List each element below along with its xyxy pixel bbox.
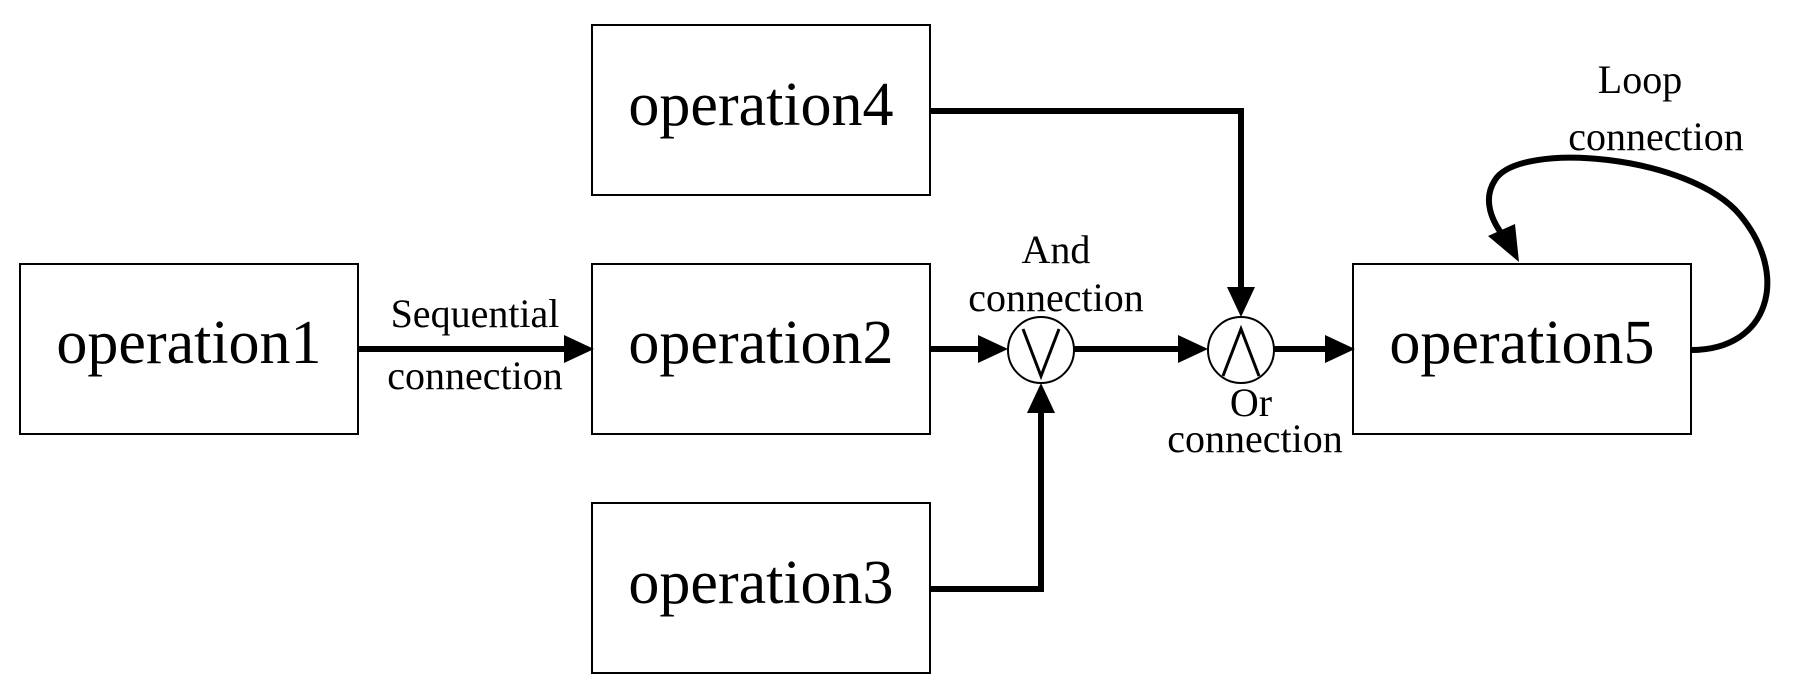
- operation2-box: [591, 263, 931, 435]
- arrowhead-icon: [1227, 287, 1255, 317]
- arrowhead-icon: [978, 335, 1008, 363]
- loop-connection-label: Loop connection: [1568, 57, 1744, 159]
- operation1-box: [19, 263, 359, 435]
- or-symbol-icon: [1021, 328, 1061, 381]
- or-gate: [1207, 316, 1275, 384]
- and-label-line2: connection: [968, 275, 1144, 320]
- operation2-label: operation2: [628, 309, 893, 377]
- or-label-line1: Or: [1230, 380, 1272, 425]
- operation1-node: operation1: [19, 263, 359, 435]
- sequential-connection-label: Sequential connection: [387, 291, 563, 398]
- arrowhead-icon: [1325, 335, 1355, 363]
- or-label-line2: connection: [1167, 416, 1343, 461]
- and-connection-label: And connection: [968, 227, 1144, 320]
- and-symbol-icon: [1221, 324, 1261, 377]
- op2-to-and-gate-arrow: [930, 335, 1008, 363]
- arrowhead-icon: [1027, 383, 1055, 413]
- operation3-node: operation3: [591, 502, 931, 674]
- sequential-connection-arrow: [358, 335, 594, 363]
- operation5-node: operation5: [1352, 263, 1692, 435]
- operation4-box: [591, 24, 931, 196]
- and-label-line1: And: [1022, 227, 1091, 272]
- and-gate-to-or-gate-arrow: [1074, 335, 1208, 363]
- op3-to-and-gate-arrow: [930, 383, 1055, 592]
- operation4-node: operation4: [591, 24, 931, 196]
- arrowhead-icon: [1178, 335, 1208, 363]
- operation4-label: operation4: [628, 71, 893, 139]
- loop-label-line1: Loop: [1598, 57, 1682, 102]
- loop-connection-arrow: [1485, 154, 1771, 353]
- operation3-label: operation3: [628, 549, 893, 617]
- op4-to-or-gate-arrow: [930, 108, 1255, 317]
- operation2-node: operation2: [591, 263, 931, 435]
- arrowhead-icon: [1488, 224, 1519, 262]
- operation5-label: operation5: [1389, 309, 1654, 377]
- or-gate-to-op5-arrow: [1274, 335, 1355, 363]
- loop-label-line2: connection: [1568, 114, 1744, 159]
- and-gate: [1007, 316, 1075, 384]
- arrowhead-icon: [564, 335, 594, 363]
- operation3-box: [591, 502, 931, 674]
- sequential-label-line1: Sequential: [391, 291, 560, 336]
- sequential-label-line2: connection: [387, 353, 563, 398]
- or-connection-label: Or connection: [1167, 380, 1343, 461]
- operation1-label: operation1: [56, 309, 321, 377]
- operation5-box: [1352, 263, 1692, 435]
